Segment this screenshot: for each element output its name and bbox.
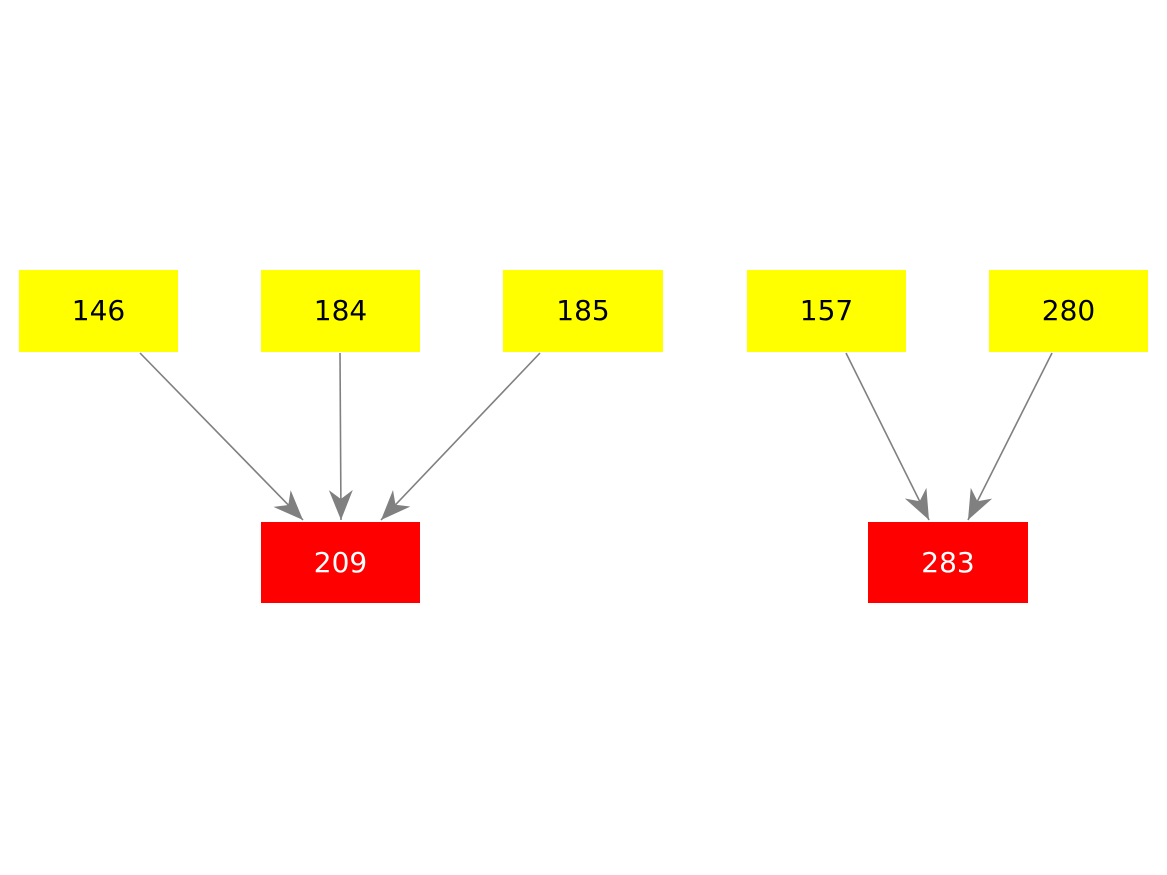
graph-node-184: 184 <box>261 270 420 352</box>
node-label: 280 <box>1041 294 1096 327</box>
graph-node-185: 185 <box>503 270 663 352</box>
node-label: 146 <box>71 294 126 327</box>
node-label: 185 <box>556 294 610 327</box>
edge-184-209 <box>328 352 353 521</box>
node-label: 209 <box>313 545 368 579</box>
node-label: 184 <box>313 294 368 327</box>
graph-node-283: 283 <box>868 522 1028 603</box>
graph-node-280: 280 <box>989 270 1148 352</box>
edge-157-283 <box>845 352 930 521</box>
edge-185-209 <box>380 352 541 521</box>
node-label: 157 <box>799 294 854 327</box>
edge-146-209 <box>139 352 304 521</box>
graph-node-146: 146 <box>19 270 178 352</box>
graph-node-209: 209 <box>261 522 420 603</box>
graph-node-157: 157 <box>747 270 906 352</box>
node-label: 283 <box>921 545 975 579</box>
edge-280-283 <box>967 352 1053 521</box>
